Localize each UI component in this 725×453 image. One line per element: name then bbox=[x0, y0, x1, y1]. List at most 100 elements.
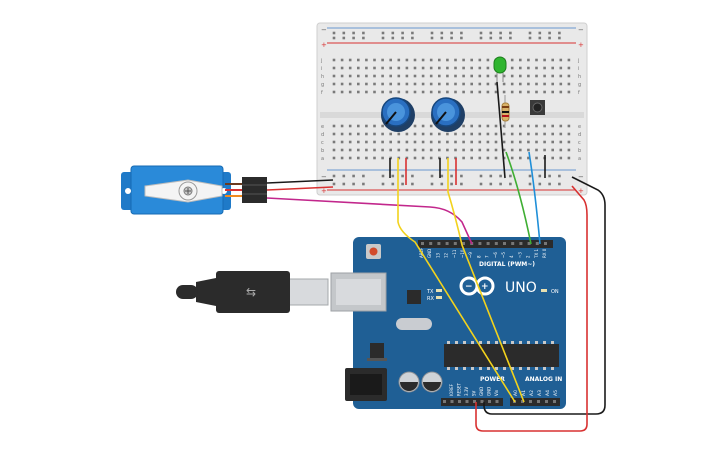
breadboard-hole bbox=[543, 140, 546, 144]
breadboard-hole bbox=[421, 156, 425, 160]
header-pin[interactable] bbox=[529, 400, 532, 403]
resistor-band-1 bbox=[502, 106, 509, 108]
breadboard-hole bbox=[527, 82, 530, 86]
breadboard-hole bbox=[462, 74, 465, 78]
digital-pin-label: GND bbox=[427, 249, 432, 258]
breadboard-hole bbox=[340, 140, 344, 144]
breadboard-hole bbox=[381, 90, 384, 94]
green-led[interactable] bbox=[493, 56, 507, 82]
wire-button-blue[interactable] bbox=[528, 151, 541, 245]
header-pin[interactable] bbox=[478, 242, 482, 245]
header-pin[interactable] bbox=[429, 242, 433, 245]
header-pin[interactable] bbox=[458, 400, 461, 403]
power-header bbox=[441, 398, 503, 406]
breadboard-hole bbox=[567, 148, 571, 152]
header-pin[interactable] bbox=[537, 400, 540, 403]
header-pin[interactable] bbox=[519, 242, 523, 245]
header-pin[interactable] bbox=[465, 400, 469, 403]
bottom-header-pins bbox=[443, 400, 556, 403]
breadboard-hole bbox=[567, 58, 571, 62]
header-pin[interactable] bbox=[545, 400, 548, 403]
breadboard-hole bbox=[357, 140, 360, 144]
row-letter-label: a bbox=[321, 156, 324, 162]
breadboard-hole bbox=[454, 90, 457, 94]
header-pin[interactable] bbox=[445, 242, 449, 245]
breadboard-hole bbox=[413, 66, 417, 70]
resistor[interactable] bbox=[501, 95, 510, 128]
row-letter-label: c bbox=[578, 140, 581, 146]
header-pin[interactable] bbox=[544, 242, 547, 245]
header-pin[interactable] bbox=[494, 242, 498, 245]
breadboard-hole bbox=[405, 90, 409, 94]
breadboard-hole bbox=[365, 58, 368, 62]
row-letter-label: c bbox=[321, 140, 324, 146]
breadboard-hole bbox=[413, 90, 417, 94]
breadboard-hole bbox=[421, 66, 425, 70]
terminal-holes bbox=[332, 58, 571, 160]
power-pin-label: IOREF bbox=[449, 383, 454, 396]
breadboard-hole bbox=[478, 132, 482, 136]
pushbutton[interactable] bbox=[530, 100, 545, 115]
header-pin[interactable] bbox=[453, 242, 457, 245]
header-pin[interactable] bbox=[480, 400, 484, 403]
wire-led-green[interactable] bbox=[505, 151, 532, 245]
wire-servo-ground-black[interactable] bbox=[266, 179, 334, 184]
breadboard-hole bbox=[357, 124, 360, 128]
logo-plus: + bbox=[481, 282, 489, 292]
potentiometer-2[interactable] bbox=[431, 97, 465, 132]
row-letter-label: e bbox=[321, 124, 324, 130]
header-pin[interactable] bbox=[462, 242, 465, 245]
breadboard-hole bbox=[340, 82, 344, 86]
breadboard-hole bbox=[381, 132, 384, 136]
mcu-pin bbox=[455, 341, 458, 344]
breadboard-hole bbox=[510, 132, 514, 136]
row-letter-label: b bbox=[578, 148, 581, 154]
breadboard-hole bbox=[348, 156, 352, 160]
breadboard-hole bbox=[551, 140, 554, 144]
breadboard-hole bbox=[389, 66, 392, 70]
breadboard-hole bbox=[405, 82, 409, 86]
breadboard-hole bbox=[462, 90, 465, 94]
header-pin[interactable] bbox=[437, 242, 441, 245]
header-pin[interactable] bbox=[511, 242, 515, 245]
breadboard-hole bbox=[567, 66, 571, 70]
rail-hole bbox=[401, 36, 404, 40]
breadboard-hole bbox=[478, 124, 482, 128]
header-pin[interactable] bbox=[527, 242, 531, 245]
header-pin[interactable] bbox=[521, 400, 524, 403]
header-pin[interactable] bbox=[488, 400, 491, 403]
header-pin[interactable] bbox=[535, 242, 539, 245]
potentiometer-1[interactable] bbox=[381, 97, 415, 132]
breadboard-hole bbox=[373, 132, 376, 136]
rail-hole bbox=[440, 182, 444, 186]
header-pin[interactable] bbox=[421, 242, 424, 245]
breadboard-hole bbox=[373, 82, 376, 86]
header-pin[interactable] bbox=[473, 400, 476, 403]
header-pin[interactable] bbox=[495, 400, 499, 403]
header-pin[interactable] bbox=[503, 242, 506, 245]
header-pin[interactable] bbox=[443, 400, 446, 403]
breadboard-hole bbox=[413, 58, 417, 62]
breadboard-hole bbox=[357, 66, 360, 70]
header-pin[interactable] bbox=[486, 242, 490, 245]
servo-motor[interactable] bbox=[121, 165, 267, 215]
wire-led-ground-black[interactable] bbox=[496, 81, 506, 179]
wire-gnd-rail-black[interactable] bbox=[483, 176, 606, 415]
breadboard-hole bbox=[438, 66, 441, 70]
wire-servo-power-red[interactable] bbox=[266, 186, 334, 191]
breadboard-hole bbox=[551, 82, 554, 86]
header-pin[interactable] bbox=[450, 400, 454, 403]
analog-in-label: ANALOG IN bbox=[525, 376, 562, 383]
wire-servo-signal-magenta[interactable] bbox=[266, 197, 473, 245]
mcu-pin bbox=[479, 341, 482, 344]
breadboard-hole bbox=[446, 82, 449, 86]
header-pin[interactable] bbox=[553, 400, 556, 403]
wire-pot2-wiper-yellow[interactable] bbox=[447, 158, 525, 403]
wire-pot1-wiper-yellow[interactable] bbox=[397, 158, 516, 403]
breadboard-hole bbox=[381, 74, 384, 78]
wire-5v-rail-red[interactable] bbox=[475, 185, 588, 432]
breadboard-hole bbox=[470, 148, 473, 152]
breadboard-hole bbox=[332, 82, 336, 86]
arduino-logo: − + bbox=[459, 276, 495, 296]
breadboard-hole bbox=[413, 156, 417, 160]
